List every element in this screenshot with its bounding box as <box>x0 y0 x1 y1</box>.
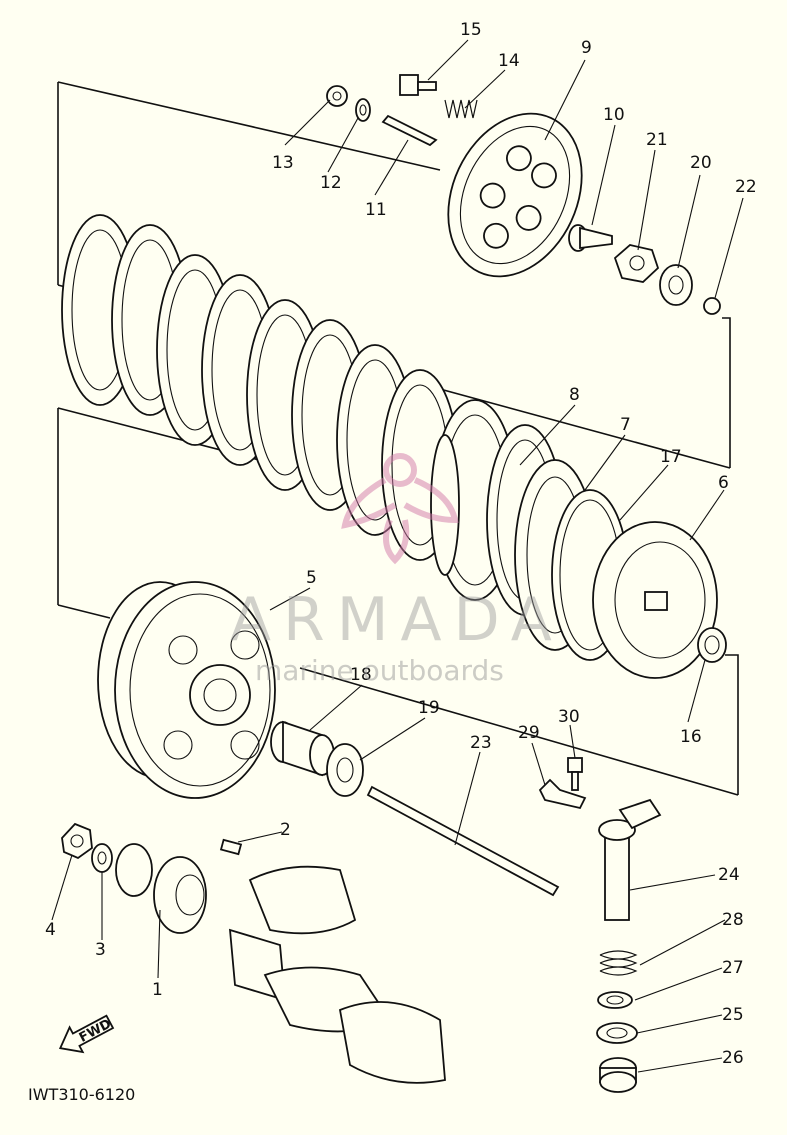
callout-18: 18 <box>350 665 372 685</box>
push-rod-10 <box>568 224 613 252</box>
callout-7: 7 <box>620 415 631 435</box>
callout-12: 12 <box>320 173 342 193</box>
callout-25: 25 <box>722 1005 744 1025</box>
bolt-30 <box>567 757 583 791</box>
callout-30: 30 <box>558 707 580 727</box>
spring-plate-8 <box>430 434 460 576</box>
callout-13: 13 <box>272 153 294 173</box>
nut-13 <box>326 85 348 107</box>
callout-5: 5 <box>306 568 317 588</box>
screw-15 <box>399 74 437 96</box>
callout-29: 29 <box>518 723 540 743</box>
nut-21 <box>613 244 660 283</box>
callout-8: 8 <box>569 385 580 405</box>
clutch-housing-gear-5 <box>97 581 276 799</box>
watermark-logo: ARMADA marine outboards <box>230 453 564 687</box>
callout-11: 11 <box>365 200 387 220</box>
forward-direction-arrow: FWD <box>58 1014 115 1054</box>
callout-20: 20 <box>690 153 712 173</box>
washer-27 <box>597 991 633 1009</box>
callout-19: 19 <box>418 698 440 718</box>
callout-22: 22 <box>735 177 757 197</box>
callout-28: 28 <box>722 910 744 930</box>
push-rod-23 <box>366 785 560 897</box>
crankshaft <box>228 865 446 1084</box>
watermark-emblem <box>341 453 459 565</box>
bearing-26 <box>599 1057 637 1093</box>
ball-22 <box>703 297 721 315</box>
oil-seal-25 <box>596 1022 638 1044</box>
thrust-washer-19 <box>326 743 364 797</box>
callout-4: 4 <box>45 920 56 940</box>
callout-21: 21 <box>646 130 668 150</box>
drawing-code: IWT310-6120 <box>28 1085 135 1104</box>
push-lever-shaft-24 <box>598 798 662 921</box>
callout-9: 9 <box>581 38 592 58</box>
lock-washer-20 <box>659 264 693 306</box>
key-2 <box>219 838 243 856</box>
circlip-16 <box>697 627 727 663</box>
spring-28 <box>599 950 638 976</box>
spring-14 <box>444 99 478 119</box>
washer-3 <box>91 843 113 873</box>
callout-27: 27 <box>722 958 744 978</box>
callout-labels: 15 14 9 10 21 20 22 13 12 11 8 7 17 6 5 … <box>45 20 757 1068</box>
stud-11 <box>381 114 438 147</box>
clutch-boss-6 <box>592 521 718 679</box>
callout-10: 10 <box>603 105 625 125</box>
callout-26: 26 <box>722 1048 744 1068</box>
pressure-plate <box>447 112 583 278</box>
callout-15: 15 <box>460 20 482 40</box>
callout-3: 3 <box>95 940 106 960</box>
spacer-18 <box>270 720 335 777</box>
callout-23: 23 <box>470 733 492 753</box>
plate-29 <box>538 778 587 810</box>
callout-16: 16 <box>680 727 702 747</box>
callout-1: 1 <box>152 980 163 1000</box>
callout-17: 17 <box>660 447 682 467</box>
watermark-tagline: marine outboards <box>255 654 504 687</box>
callout-2: 2 <box>280 820 291 840</box>
primary-drive-gear-1 <box>115 843 207 934</box>
callout-6: 6 <box>718 473 729 493</box>
nut-4 <box>61 822 93 860</box>
callout-24: 24 <box>718 865 740 885</box>
callout-14: 14 <box>498 51 520 71</box>
watermark-brand: ARMADA <box>230 585 564 655</box>
washer-12 <box>355 98 371 122</box>
leader-lines <box>51 39 744 1073</box>
